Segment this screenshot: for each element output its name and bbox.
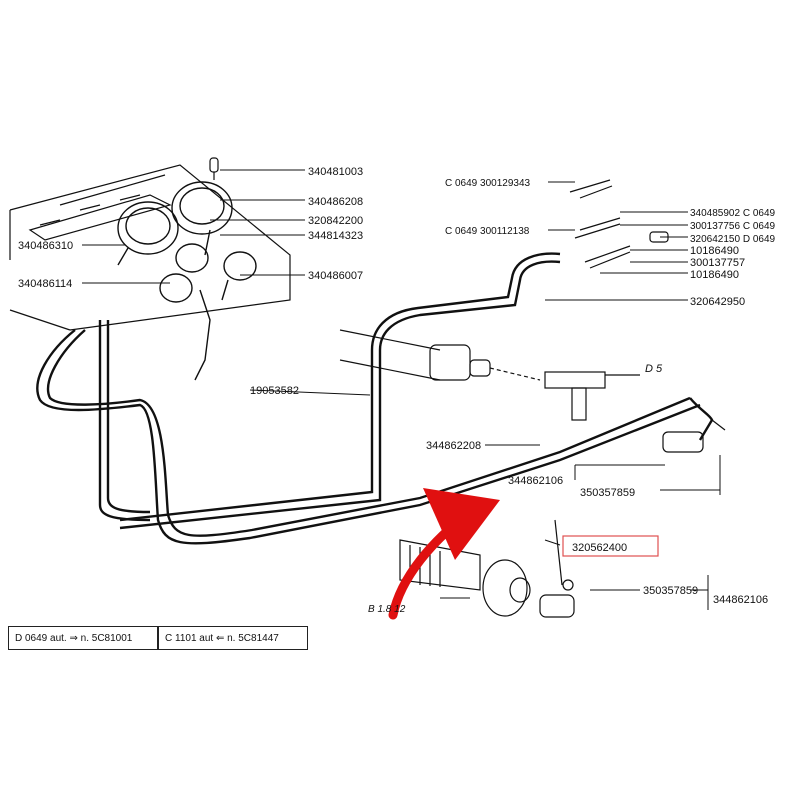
callout-344862106-a: 344862106	[508, 475, 563, 487]
callout-300129343: C 0649 300129343	[445, 178, 531, 189]
callout-340486114: 340486114	[18, 278, 72, 290]
bracket-d5	[544, 371, 640, 421]
callout-350357859-b: 350357859	[643, 585, 698, 597]
callout-320642950: 320642950	[690, 296, 745, 308]
leader-lines	[82, 169, 721, 610]
speedometer-cable	[36, 320, 714, 545]
transmission-shaft	[339, 329, 541, 381]
callout-340486007: 340486007	[308, 270, 363, 282]
gearbox-drive	[399, 519, 575, 618]
highlight-box	[562, 535, 659, 557]
callout-320562400: 320562400	[572, 542, 627, 554]
callout-344814323: 344814323	[308, 230, 363, 242]
callout-350357859-a: 350357859	[580, 487, 635, 499]
callout-340486208: 340486208	[308, 196, 363, 208]
callout-10186490-a: 10186490	[690, 245, 739, 257]
callout-300112138: C 0649 300112138	[445, 226, 530, 237]
callout-340481003: 340481003	[308, 166, 363, 178]
callout-344862106-b: 344862106	[713, 594, 768, 606]
callout-10186490-b: 10186490	[690, 269, 739, 281]
callout-300137757: 300137757	[690, 257, 745, 269]
callout-19053582: 19053582	[250, 385, 299, 397]
highlight-arrow	[388, 488, 500, 620]
note-right: C 1101 aut ⇐ n. 5C81447	[158, 626, 308, 650]
lamp-part	[209, 157, 219, 180]
callout-d5: D 5	[645, 363, 663, 375]
dashboard-outline	[9, 164, 291, 331]
callout-b: B 1.8 12	[368, 604, 406, 615]
callout-340485902: 340485902 C 0649	[690, 208, 776, 219]
callout-340486310: 340486310	[18, 240, 73, 252]
cable-19053582	[119, 252, 561, 530]
callout-344862208: 344862208	[426, 440, 481, 452]
gauge-cluster	[117, 181, 257, 381]
callout-300137756: 300137756 C 0649	[690, 221, 776, 232]
callout-320842200: 320842200	[308, 215, 363, 227]
right-fittings	[569, 179, 726, 453]
note-left: D 0649 aut. ⇒ n. 5C81001	[8, 626, 158, 650]
callout-320642150: 320642150 D 0649	[690, 234, 776, 245]
